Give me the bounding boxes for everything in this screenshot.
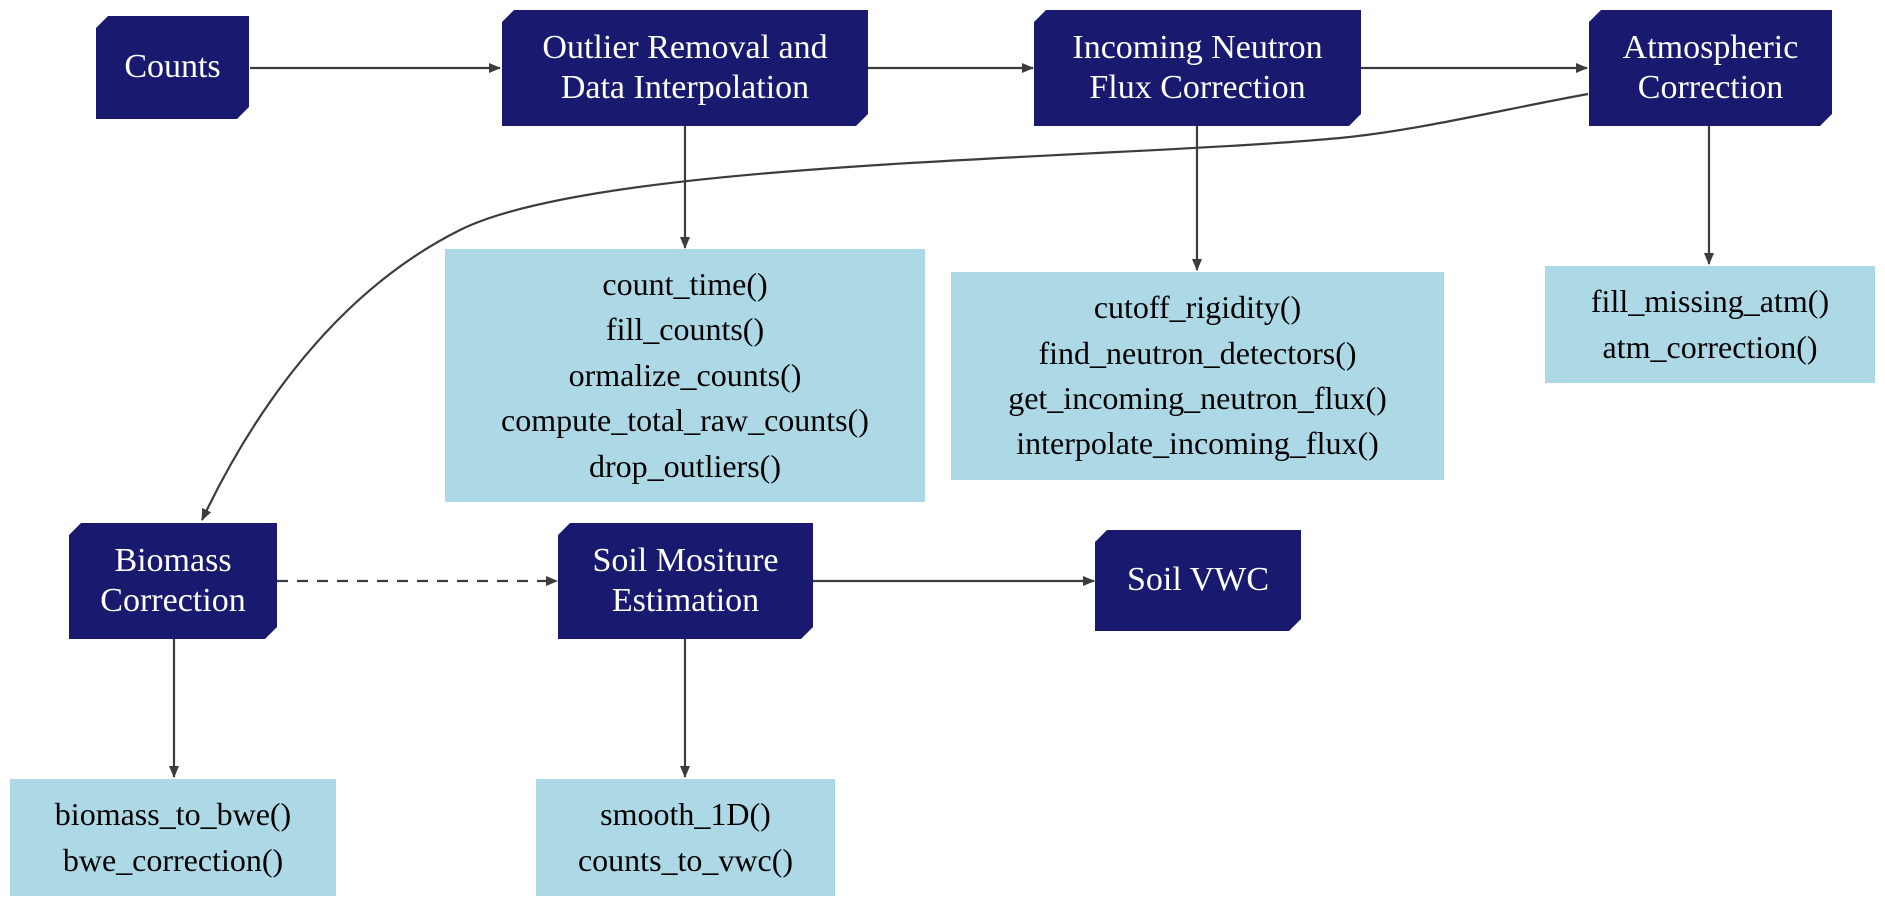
function-name: get_incoming_neutron_flux()	[1008, 380, 1387, 416]
node-label-line: Counts	[124, 48, 221, 86]
function-name: count_time()	[602, 265, 768, 302]
node-atmospheric-correction: Atmospheric Correction	[1589, 10, 1832, 126]
node-label-line: Flux Correction	[1089, 69, 1306, 106]
node-label-line: Soil Mositure	[592, 541, 779, 579]
node-incoming-neutron-flux: Incoming Neutron Flux Correction	[1034, 10, 1361, 126]
node-label-line: Data Interpolation	[560, 69, 810, 106]
node-label-line: Atmospheric	[1622, 28, 1799, 66]
node-soil-moisture-estimation: Soil Mositure Estimation	[558, 523, 813, 639]
node-label-line: Outlier Removal and	[542, 28, 828, 66]
function-name: smooth_1D()	[600, 796, 771, 833]
node-label-line: Biomass	[114, 541, 232, 579]
function-name: atm_correction()	[1602, 328, 1818, 365]
node-label-line: Estimation	[611, 582, 760, 619]
function-name: ormalize_counts()	[568, 356, 802, 393]
node-label-line: Soil VWC	[1126, 561, 1269, 599]
function-name: drop_outliers()	[589, 447, 781, 484]
node-biomass-correction: Biomass Correction	[69, 523, 277, 639]
node-label-line: Correction	[1637, 69, 1784, 106]
functions-outlier-removal: count_time() fill_counts() ormalize_coun…	[445, 249, 925, 502]
node-soil-vwc: Soil VWC	[1095, 530, 1301, 631]
function-name: find_neutron_detectors()	[1038, 334, 1357, 371]
function-name: fill_missing_atm()	[1590, 283, 1830, 320]
edge-atmospheric-to-biomass	[201, 92, 1589, 521]
functions-incoming-neutron-flux: cutoff_rigidity() find_neutron_detectors…	[951, 272, 1444, 480]
functions-biomass-correction: biomass_to_bwe() bwe_correction()	[10, 779, 336, 896]
node-outlier-removal: Outlier Removal and Data Interpolation	[502, 10, 868, 126]
functions-atmospheric-correction: fill_missing_atm() atm_correction()	[1545, 266, 1875, 383]
function-name: interpolate_incoming_flux()	[1016, 425, 1379, 462]
function-name: bwe_correction()	[62, 841, 284, 878]
functions-soil-moisture-estimation: smooth_1D() counts_to_vwc()	[536, 779, 835, 896]
node-label-line: Incoming Neutron	[1072, 28, 1323, 66]
function-name: cutoff_rigidity()	[1093, 289, 1302, 326]
node-counts: Counts	[96, 16, 249, 119]
function-name: counts_to_vwc()	[577, 841, 794, 878]
function-name: biomass_to_bwe()	[54, 796, 292, 833]
function-name: fill_counts()	[605, 311, 765, 348]
node-label-line: Correction	[100, 582, 246, 619]
function-name: compute_total_raw_counts()	[501, 402, 869, 439]
